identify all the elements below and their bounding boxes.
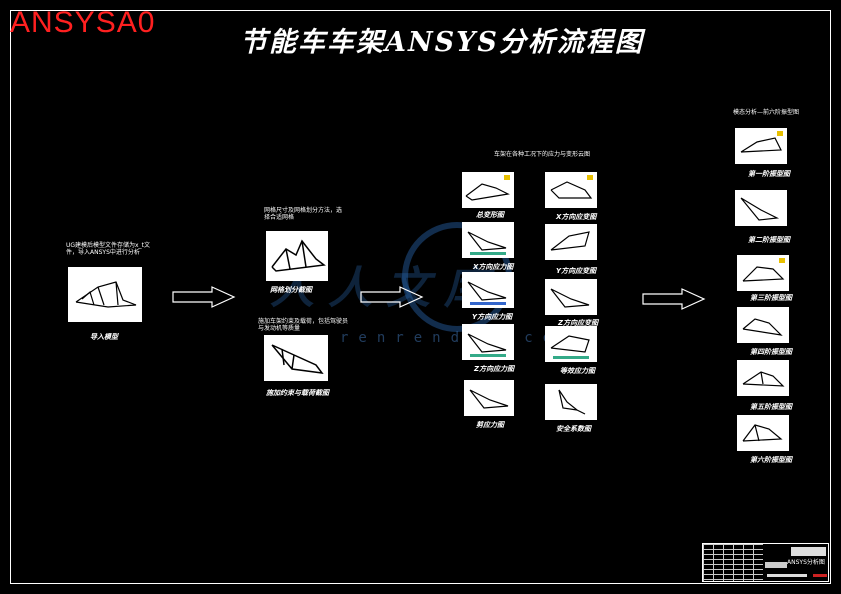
flow-arrow-icon xyxy=(360,286,424,308)
stress-caption: 剪应力图 xyxy=(476,421,504,429)
title-block-name: ANSYS分析图 xyxy=(787,559,825,566)
title-block-grid xyxy=(703,544,763,581)
stress-caption: 安全系数图 xyxy=(556,425,591,433)
sheet-size-label: ANSYSA0 xyxy=(10,6,156,39)
watermark-text: renrendoc.com xyxy=(340,330,580,346)
stress-caption: Z方向应力图 xyxy=(474,365,515,373)
modal-image xyxy=(737,360,789,396)
title-block: ANSYS分析图 xyxy=(702,543,829,582)
modal-image xyxy=(735,190,787,226)
stress-image xyxy=(545,224,597,260)
drawing-frame xyxy=(10,10,831,584)
flow-arrow-icon xyxy=(172,286,236,308)
mesh-caption: 网格划分截图 xyxy=(270,286,312,294)
mesh-note: 网格尺寸及网格划分方法，选择合适网格 xyxy=(264,207,343,221)
modal-caption: 第一阶振型图 xyxy=(748,170,790,178)
stress-image xyxy=(462,222,514,258)
stress-caption: X方向应变图 xyxy=(556,213,597,221)
stress-image xyxy=(462,172,514,208)
mesh-image xyxy=(266,231,328,281)
drawing-title: 节能车车架ANSYS分析流程图 xyxy=(240,27,644,58)
import-model-image xyxy=(68,267,142,322)
title-block-mark xyxy=(813,574,827,577)
load-note: 施加车架约束及载荷，包括驾驶员与发动机等质量 xyxy=(258,318,349,332)
load-image xyxy=(264,335,328,381)
title-block-cell xyxy=(767,574,807,577)
import-note: UG建模后模型文件存储为x_t文件，导入ANSYS中进行分析 xyxy=(66,242,150,256)
title-block-header xyxy=(791,547,826,556)
stress-image xyxy=(464,380,514,416)
stress-caption: Z方向应变图 xyxy=(558,319,599,327)
stress-image xyxy=(545,172,597,208)
modal-image xyxy=(735,128,787,164)
modal-image xyxy=(737,415,789,451)
modal-caption: 第五阶振型图 xyxy=(750,403,792,411)
modal-caption: 第四阶振型图 xyxy=(750,348,792,356)
modal-caption: 第二阶振型图 xyxy=(748,236,790,244)
stress-caption: X方向应力图 xyxy=(473,263,514,271)
stress-image xyxy=(462,324,514,360)
stress-caption: Y方向应力图 xyxy=(472,313,513,321)
modal-image xyxy=(737,255,789,291)
modal-image xyxy=(737,307,789,343)
import-caption: 导入模型 xyxy=(90,333,118,341)
modal-caption: 第六阶振型图 xyxy=(750,456,792,464)
stress-image xyxy=(462,272,514,308)
stress-heading: 车架在各种工况下的应力与变形云图 xyxy=(494,151,591,158)
flow-arrow-icon xyxy=(642,288,706,310)
stress-image xyxy=(545,384,597,420)
stress-image xyxy=(545,326,597,362)
load-caption: 施加约束与载荷截图 xyxy=(266,389,329,397)
stress-caption: 总变形图 xyxy=(476,211,504,219)
stress-image xyxy=(545,279,597,315)
stress-caption: Y方向应变图 xyxy=(556,267,597,275)
title-block-cell xyxy=(765,562,787,568)
stress-caption: 等效应力图 xyxy=(560,367,595,375)
modal-heading: 模态分析—前六阶振型图 xyxy=(733,109,800,116)
modal-caption: 第三阶振型图 xyxy=(750,294,792,302)
